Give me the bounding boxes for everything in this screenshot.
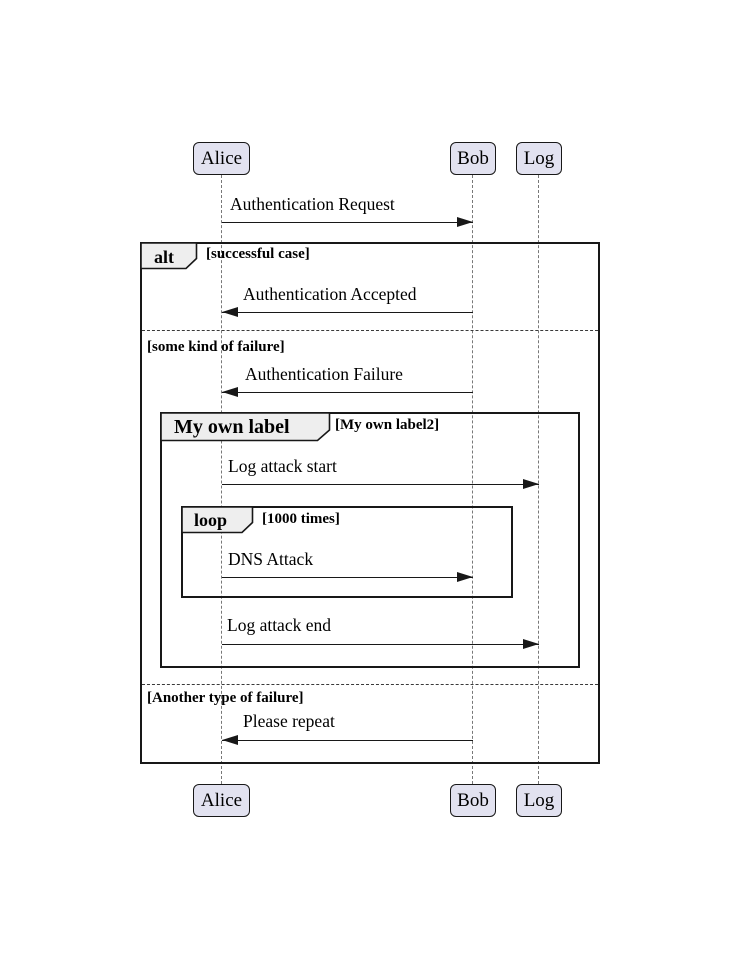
participant-log-label: Log xyxy=(523,148,555,169)
loop-frame-header-shape xyxy=(182,507,254,534)
lifeline-alice xyxy=(221,175,222,784)
alt-condition-1: [successful case] xyxy=(206,246,310,262)
participant-bob-top: Bob xyxy=(450,142,496,175)
arrow-line xyxy=(222,577,473,578)
arrow-line xyxy=(222,312,473,313)
arrowhead-right-icon xyxy=(457,217,473,228)
group-condition: [My own label2] xyxy=(335,417,440,433)
arrowhead-left-icon xyxy=(222,307,238,318)
arrow-line xyxy=(222,644,539,645)
message-auth-accepted-arrow xyxy=(222,307,473,319)
alt-condition-3: [Another type of failure] xyxy=(147,690,304,706)
arrow-line xyxy=(222,222,473,223)
participant-bob-label: Bob xyxy=(457,148,489,169)
arrow-line xyxy=(222,484,539,485)
group-frame-header-shape xyxy=(161,413,331,442)
message-log-attack-end-label: Log attack end xyxy=(227,615,331,635)
message-auth-request-label: Authentication Request xyxy=(230,194,395,214)
message-please-repeat-arrow xyxy=(222,735,473,747)
participant-alice-top: Alice xyxy=(193,142,250,175)
participant-log-top: Log xyxy=(516,142,562,175)
arrow-line xyxy=(222,392,473,393)
participant-bob-bottom: Bob xyxy=(450,784,496,817)
alt-divider-2 xyxy=(142,684,598,685)
message-auth-failure-label: Authentication Failure xyxy=(245,364,403,384)
alt-divider-1 xyxy=(142,330,598,331)
alt-operator-label: alt xyxy=(154,247,174,267)
message-dns-attack-label: DNS Attack xyxy=(228,549,314,569)
message-auth-accepted-label: Authentication Accepted xyxy=(243,284,417,304)
arrowhead-right-icon xyxy=(457,572,473,583)
message-auth-failure-arrow xyxy=(222,387,473,399)
message-dns-attack-arrow xyxy=(222,572,473,584)
loop-condition: [1000 times] xyxy=(262,511,340,527)
message-log-attack-end-arrow xyxy=(222,639,539,651)
group-operator-label: My own label xyxy=(174,416,290,438)
arrow-line xyxy=(222,740,473,741)
alt-frame-header-shape xyxy=(141,243,198,270)
arrowhead-right-icon xyxy=(523,479,539,490)
participant-alice-label: Alice xyxy=(200,790,243,811)
group-frame xyxy=(160,412,580,668)
participant-alice-label: Alice xyxy=(200,148,243,169)
message-log-attack-start-arrow xyxy=(222,479,539,491)
alt-condition-2: [some kind of failure] xyxy=(147,339,285,355)
arrowhead-right-icon xyxy=(523,639,539,650)
participant-bob-label: Bob xyxy=(457,790,489,811)
loop-operator-label: loop xyxy=(194,510,228,530)
message-auth-request-arrow xyxy=(222,217,473,229)
arrowhead-left-icon xyxy=(222,735,238,746)
participant-log-label: Log xyxy=(523,790,555,811)
alt-frame xyxy=(140,242,600,764)
participant-log-bottom: Log xyxy=(516,784,562,817)
message-please-repeat-label: Please repeat xyxy=(243,711,335,731)
participant-alice-bottom: Alice xyxy=(193,784,250,817)
loop-frame xyxy=(181,506,513,598)
arrowhead-left-icon xyxy=(222,387,238,398)
lifeline-bob xyxy=(472,175,473,784)
message-log-attack-start-label: Log attack start xyxy=(228,456,337,476)
